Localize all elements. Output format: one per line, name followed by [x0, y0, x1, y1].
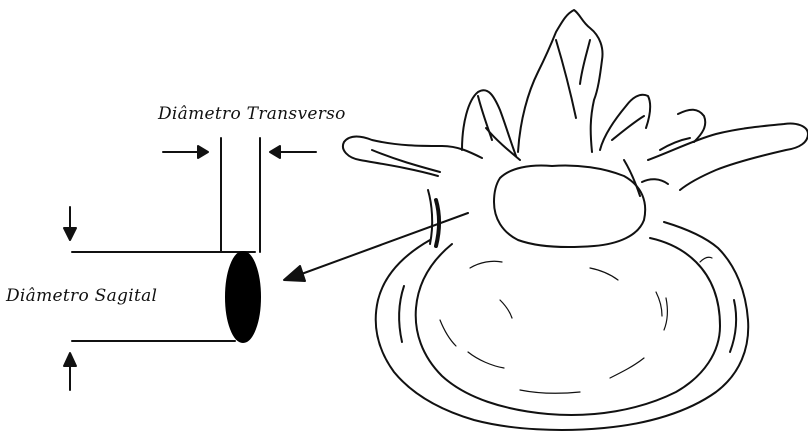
right-lamina [600, 95, 650, 150]
canal-cross-section [226, 252, 260, 342]
left-lamina [462, 90, 516, 156]
body-texture [440, 257, 712, 393]
sagittal-arrow-bottom [64, 353, 76, 390]
vertebral-body-rim [416, 238, 720, 415]
left-transverse-process [343, 137, 482, 177]
sagittal-diameter-label: Diâmetro Sagital [6, 286, 157, 306]
neural-canal [494, 165, 645, 247]
transverse-arrow-right [270, 146, 316, 158]
spinous-process [518, 10, 603, 152]
right-transverse-process [648, 123, 808, 190]
transverse-diameter-lines [221, 138, 260, 252]
vertebral-body [376, 222, 749, 430]
sagittal-arrow-top [64, 207, 76, 240]
transverse-arrow-left [163, 146, 208, 158]
transverse-diameter-label: Diâmetro Transverso [158, 104, 346, 124]
